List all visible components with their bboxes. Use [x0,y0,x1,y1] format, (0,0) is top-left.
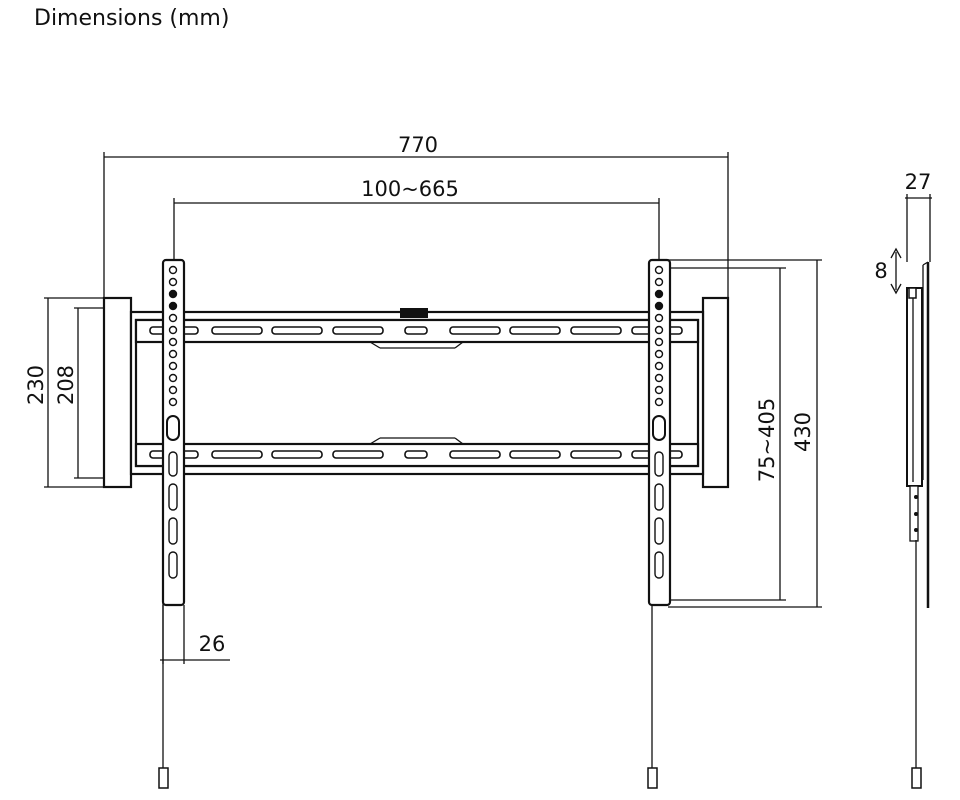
label-arm-width: 26 [199,632,226,656]
dimension-vertical: 75~405 430 [660,259,822,608]
left-arm [158,258,186,789]
dimension-arm-width: 26 [160,605,230,664]
right-arm [647,258,672,789]
dimension-frame-height: 230 208 [24,297,110,488]
side-view: 27 8 [874,170,932,789]
label-frame-height-inner: 208 [54,365,78,405]
dimension-overall-width: 770 [103,133,729,300]
label-tilt-adjust: 8 [874,259,887,283]
dimension-vesa-horizontal: 100~665 [173,177,660,262]
label-overall-width: 770 [398,133,438,157]
label-depth: 27 [905,170,932,194]
label-frame-height-outer: 230 [24,365,48,405]
label-vesa-vertical: 75~405 [755,398,779,482]
wall-plate [102,296,730,489]
label-arm-height: 430 [791,412,815,452]
label-vesa-horizontal: 100~665 [361,177,459,201]
diagram-title: Dimensions (mm) [34,6,230,31]
